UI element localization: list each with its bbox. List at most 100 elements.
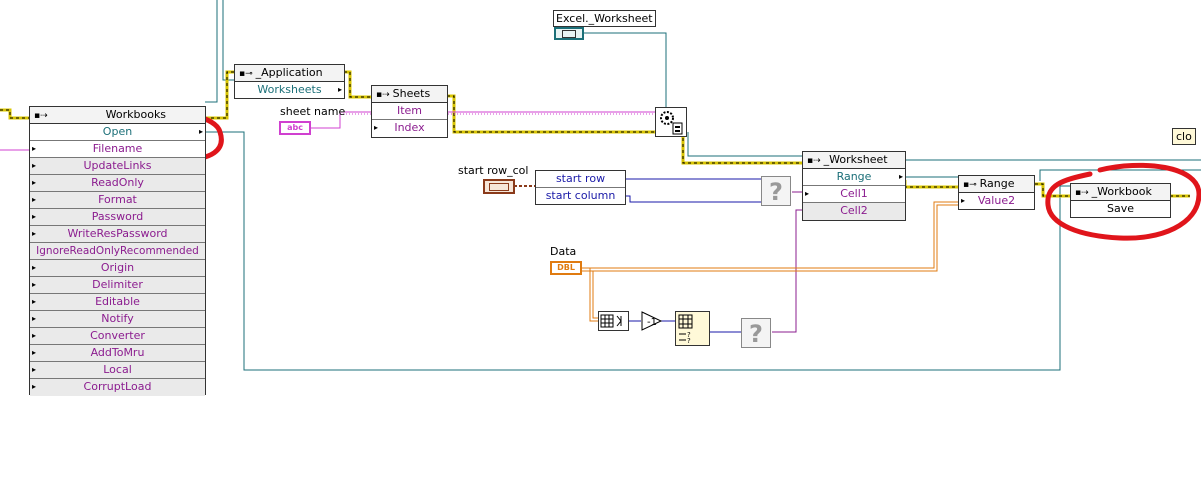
cluster-icon: [489, 183, 509, 191]
input-arrow-icon: ▸: [32, 263, 37, 272]
to-variant-node-2[interactable]: ?: [741, 318, 771, 348]
wire-refnum-left: [0, 108, 29, 120]
input-arrow-icon: ▸: [32, 212, 37, 221]
workbooks-row-filename[interactable]: Filename▸: [30, 141, 205, 158]
method-node-icon: ▪⇢: [1075, 188, 1089, 198]
wire-ref-workbook: [205, 131, 1070, 371]
application-node[interactable]: ▪⊸_Application Worksheets▸: [234, 64, 345, 99]
workbooks-row-password[interactable]: Password▸: [30, 209, 205, 226]
workbooks-row-origin[interactable]: Origin▸: [30, 260, 205, 277]
minus-one-icon: -1: [647, 317, 657, 328]
input-arrow-icon: ▸: [32, 229, 37, 238]
input-arrow-icon: ▸: [32, 280, 37, 289]
input-arrow-icon: ▸: [32, 365, 37, 374]
wire-ref-worksheet-const: [584, 32, 667, 108]
output-arrow-icon: ▸: [198, 127, 203, 136]
unbundle-row-start-column[interactable]: start column: [545, 189, 616, 202]
workbook-row-save[interactable]: Save: [1106, 202, 1134, 215]
refnum-icon: [562, 30, 576, 38]
wire-ref-range-out: [1039, 169, 1201, 181]
start-row-col-label: start row_col: [458, 164, 529, 177]
workbooks-row-corruptload[interactable]: CorruptLoad▸: [30, 379, 205, 396]
wire-refnum-app-sheets: [344, 70, 372, 99]
workbooks-row-open[interactable]: Open▸: [30, 124, 205, 141]
wire-sheet-name: [310, 111, 655, 129]
wire-refnum-ws-range: [903, 180, 958, 189]
array-size-node[interactable]: [598, 311, 629, 331]
range-node-title: Range: [979, 177, 1015, 190]
worksheet-row-cell1[interactable]: Cell1▸: [803, 186, 905, 203]
workbooks-row-notify[interactable]: Notify▸: [30, 311, 205, 328]
close-node-label: clo: [1172, 128, 1196, 145]
array-grid-icon: [600, 314, 622, 328]
workbooks-node[interactable]: ▪⇢ Workbooks Open▸ Filename▸ UpdateLinks▸…: [29, 106, 206, 396]
input-arrow-icon: ▸: [32, 161, 37, 170]
wire-refnum-wb-app: [205, 70, 234, 120]
method-node-icon: ▪⇢: [376, 90, 390, 100]
worksheet-node[interactable]: ▪⇢_Worksheet Range▸ Cell1▸ Cell2: [802, 151, 906, 221]
input-arrow-icon: ▸: [32, 178, 37, 187]
workbooks-row-local[interactable]: Local▸: [30, 362, 205, 379]
input-arrow-icon: ▸: [961, 196, 966, 205]
sheets-node[interactable]: ▪⇢Sheets Item Index▸: [371, 85, 448, 138]
input-arrow-icon: ▸: [32, 297, 37, 306]
workbooks-row-readonly[interactable]: ReadOnly▸: [30, 175, 205, 192]
workbooks-row-format[interactable]: Format▸: [30, 192, 205, 209]
range-row-value2[interactable]: Value2▸: [961, 194, 1016, 207]
workbooks-row-delimiter[interactable]: Delimiter▸: [30, 277, 205, 294]
range-node-header: ▪⊸Range: [959, 176, 1034, 193]
workbooks-row-addtomru[interactable]: AddToMru▸: [30, 345, 205, 362]
unbundle-row-start-row[interactable]: start row: [536, 171, 625, 188]
input-arrow-icon: ▸: [374, 123, 379, 132]
workbooks-row-ignorereadonly[interactable]: IgnoreReadOnlyRecommended: [30, 243, 205, 260]
workbook-node-header: ▪⇢_Workbook: [1071, 184, 1170, 201]
to-variant-node-1[interactable]: ?: [761, 176, 791, 206]
workbooks-row-converter[interactable]: Converter▸: [30, 328, 205, 345]
wire-ref-app: [222, 0, 234, 81]
sheet-name-label: sheet name: [280, 105, 346, 118]
input-arrow-icon: ▸: [32, 382, 37, 391]
svg-text:?: ?: [687, 337, 691, 345]
svg-text:?: ?: [687, 331, 691, 339]
worksheet-row-cell2[interactable]: Cell2: [803, 203, 905, 220]
workbook-node[interactable]: ▪⇢_Workbook Save: [1070, 183, 1171, 218]
variant-to-data-node[interactable]: [655, 107, 687, 137]
data-label: Data: [550, 245, 577, 258]
input-arrow-icon: ▸: [32, 195, 37, 204]
sheets-row-index[interactable]: Index▸: [374, 121, 425, 134]
data-terminal[interactable]: DBL: [550, 261, 582, 275]
input-arrow-icon: ▸: [32, 144, 37, 153]
decrement-node[interactable]: -1: [641, 311, 663, 331]
sheets-node-header: ▪⇢Sheets: [372, 86, 447, 103]
sheets-node-title: Sheets: [392, 87, 431, 100]
property-node-icon: ▪⊸: [239, 69, 253, 79]
sheet-name-terminal[interactable]: abc: [279, 121, 311, 135]
property-node-icon: ▪⊸: [963, 180, 977, 190]
worksheet-node-header: ▪⇢_Worksheet: [803, 152, 905, 169]
application-row-worksheets[interactable]: Worksheets▸: [257, 83, 342, 96]
property-arrow-icon: ▪⇢: [34, 111, 48, 121]
output-arrow-icon: ▸: [898, 172, 903, 181]
method-node-icon: ▪⇢: [807, 156, 821, 166]
sheets-row-item[interactable]: Item: [372, 103, 447, 120]
workbooks-row-editable[interactable]: Editable▸: [30, 294, 205, 311]
excel-worksheet-constant[interactable]: [554, 27, 584, 40]
worksheet-row-range[interactable]: Range▸: [803, 169, 905, 186]
workbooks-node-title: Workbooks: [105, 108, 167, 121]
annotation-circle-save: [1045, 162, 1201, 241]
input-arrow-icon: ▸: [32, 331, 37, 340]
input-arrow-icon: ▸: [32, 314, 37, 323]
workbooks-row-writerespassword[interactable]: WriteResPassword▸: [30, 226, 205, 243]
wire-start-column: [625, 195, 761, 203]
excel-worksheet-label: Excel._Worksheet: [553, 10, 656, 27]
wire-refnum-var-ws: [681, 132, 802, 165]
index-array-node[interactable]: ? ?: [675, 311, 710, 346]
workbooks-row-updatelinks[interactable]: UpdateLinks▸: [30, 158, 205, 175]
start-row-col-terminal[interactable]: [483, 179, 515, 194]
input-arrow-icon: ▸: [805, 189, 810, 198]
application-node-title: _Application: [255, 66, 323, 79]
unbundle-node[interactable]: start row start column: [535, 170, 626, 205]
range-node[interactable]: ▪⊸Range Value2▸: [958, 175, 1035, 210]
gear-icon: [660, 111, 683, 135]
output-arrow-icon: ▸: [337, 85, 342, 94]
